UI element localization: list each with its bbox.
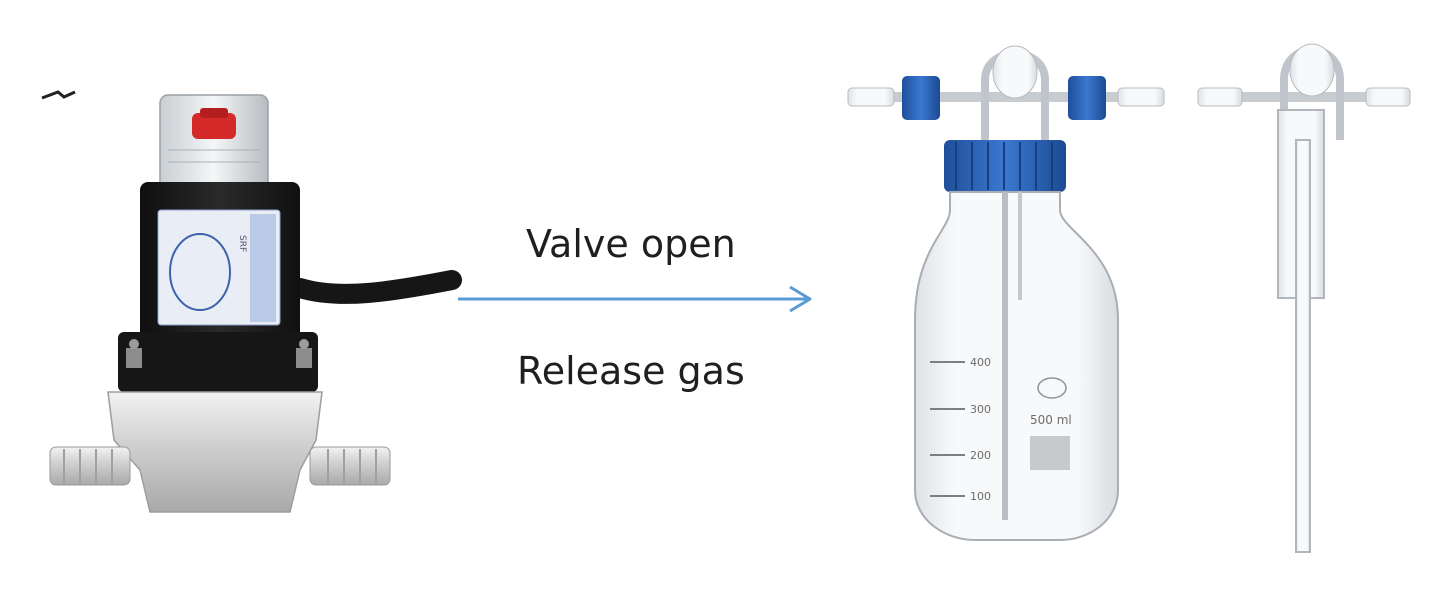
dispersion-inner-tube [1295, 139, 1311, 553]
bottle-graduation-scale: 400 300 200 100 [930, 356, 991, 503]
valve-outlet-fitting [309, 446, 391, 486]
scale-mark-300: 300 [970, 403, 991, 416]
valve-red-button [192, 113, 236, 139]
gas-washing-bottle: 400 300 200 100 500 ml [847, 45, 1165, 541]
gas-dispersion-tube [1197, 43, 1411, 553]
solenoid-valve: SRF [41, 90, 462, 513]
flow-arrow [458, 285, 812, 313]
bottle-left-connector [902, 76, 940, 120]
valve-open-label: Valve open [526, 222, 736, 266]
bottle-volume-label: 500 ml [1030, 413, 1072, 427]
valve-label-sticker [157, 209, 281, 326]
bottle-logo [1037, 377, 1067, 399]
scale-mark-200: 200 [970, 449, 991, 462]
valve-metal-body [107, 391, 323, 513]
valve-label-text: SRF [237, 235, 247, 252]
scale-mark-400: 400 [970, 356, 991, 369]
stray-mark [41, 90, 76, 100]
bottle-right-connector [1068, 76, 1106, 120]
bottle-glass-body [914, 191, 1119, 541]
valve-logo [169, 233, 231, 311]
release-gas-label: Release gas [517, 349, 745, 393]
valve-flange [118, 332, 318, 392]
valve-cable [290, 270, 462, 304]
valve-inlet-fitting [49, 446, 131, 486]
bottle-write-patch [1030, 436, 1070, 470]
scale-mark-100: 100 [970, 490, 991, 503]
